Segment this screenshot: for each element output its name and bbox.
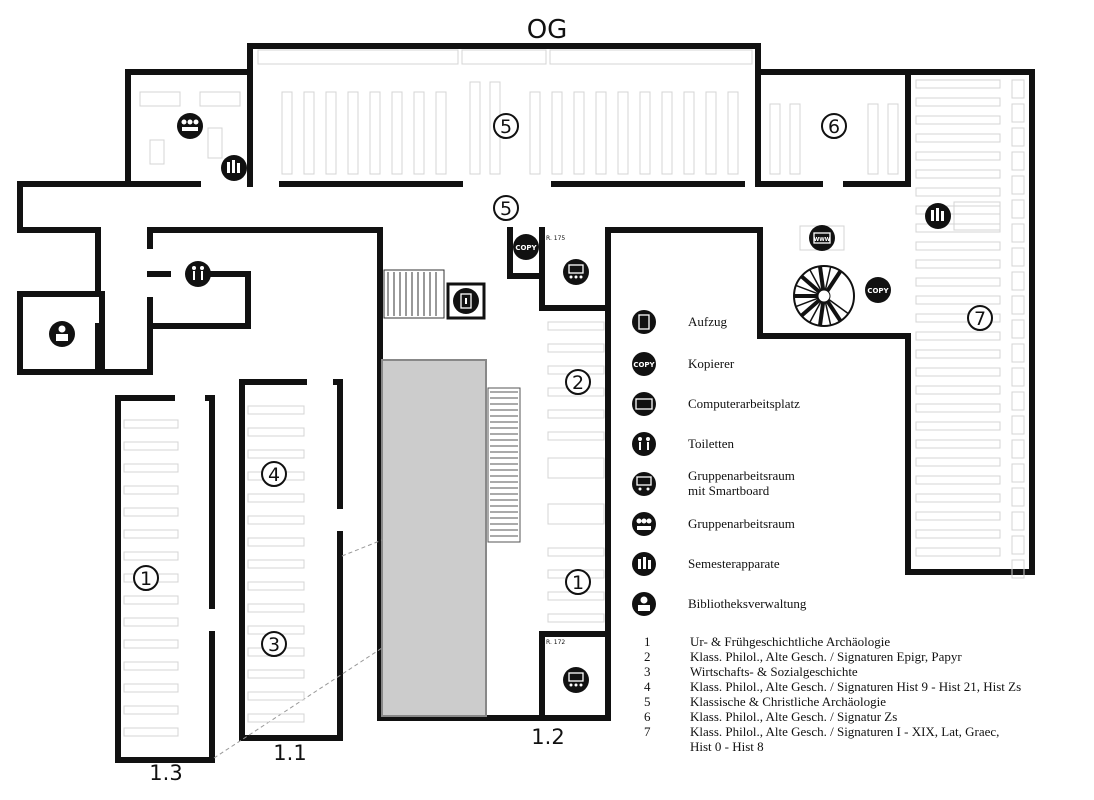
area-marker-6: 6 [821,113,847,139]
legend-row-2: 2 Klass. Philol., Alte Gesch. / Signature… [644,649,962,664]
svg-text:WWW: WWW [814,237,831,243]
wing-label-1-1: 1.1 [273,741,306,765]
area-marker-2: 2 [565,369,591,395]
smartboard-group-icon [632,472,656,496]
legend-number: 6 [644,709,651,724]
legend-number: 5 [644,694,651,709]
wing-label-1-3: 1.3 [149,761,182,785]
legend-item-admin-icon: Bibliotheksverwaltung [632,592,807,616]
legend-number: 2 [644,649,651,664]
legend-number: 1 [644,634,651,649]
svg-text:COPY: COPY [633,361,655,369]
atrium [381,359,487,717]
admin-icon [49,321,75,347]
legend-item-toilet-icon: Toiletten [632,432,735,456]
computer-icon [632,392,656,416]
legend-description: Klass. Philol., Alte Gesch. / Signaturen… [690,724,999,739]
legend-number: 3 [644,664,651,679]
area-marker-7: 7 [967,305,993,331]
legend-label: Gruppenarbeitsraum [688,468,795,483]
smartboard-group-icon-r172 [563,667,589,693]
room-label-172: R. 172 [546,639,565,646]
legend-label: Gruppenarbeitsraum [688,516,795,531]
legend-item-reserve-shelf-icon: Semesterapparate [632,552,780,576]
spiral-staircase [793,265,855,327]
legend-number: 4 [644,679,651,694]
area-marker-1-center: 1 [565,569,591,595]
legend-row-7: 7 Klass. Philol., Alte Gesch. / Signature… [644,724,999,754]
copier-icon-r175: COPY [513,234,539,260]
area-marker-3: 3 [261,631,287,657]
svg-text:COPY: COPY [867,287,889,295]
legend-label: Bibliotheksverwaltung [688,596,807,611]
legend-description: Wirtschafts- & Sozialgeschichte [690,664,858,679]
admin-icon [632,592,656,616]
toilet-icon [185,261,211,287]
toilet-icon [632,432,656,456]
svg-text:1: 1 [140,568,152,590]
svg-text:5: 5 [500,116,512,138]
room-label-175: R. 175 [546,235,565,242]
legend-row-4: 4 Klass. Philol., Alte Gesch. / Signature… [644,679,1021,694]
legend-description-2: Hist 0 - Hist 8 [690,739,764,754]
group-room-icon [632,512,656,536]
legend-item-elevator-icon: Aufzug [632,310,727,334]
legend-number: 7 [644,724,651,739]
svg-text:7: 7 [974,308,986,330]
svg-text:6: 6 [828,116,840,138]
elevator-icon [632,310,656,334]
wing-label-1-2: 1.2 [531,725,564,749]
svg-text:COPY: COPY [515,244,537,252]
legend-description: Klass. Philol., Alte Gesch. / Signaturen… [690,679,1021,694]
shelves [123,49,1025,737]
reserve-shelf-icon-right [925,203,951,229]
legend-label: Semesterapparate [688,556,780,571]
legend-label: Aufzug [688,314,727,329]
legend-label: Toiletten [688,436,735,451]
legend-label: Computerarbeitsplatz [688,396,800,411]
reserve-shelf-icon [221,155,247,181]
copier-icon-spiral: COPY [865,277,891,303]
legend-description: Klass. Philol., Alte Gesch. / Signatur Z… [690,709,897,724]
svg-text:1: 1 [572,572,584,594]
area-marker-5-corridor: 5 [493,195,519,221]
copier-icon: COPY [632,352,656,376]
computer-icon: WWW [809,225,835,251]
reserve-shelf-icon [632,552,656,576]
area-markers: 5 5 6 7 2 1 1 4 3 [133,113,993,657]
area-marker-4: 4 [261,461,287,487]
legend-label-2: mit Smartboard [688,483,770,498]
area-marker-1-wing: 1 [133,565,159,591]
map-icons: COPY WWW COPY [49,113,951,693]
legend-item-computer-icon: Computerarbeitsplatz [632,392,800,416]
svg-text:2: 2 [572,372,584,394]
legend-description: Ur- & Frühgeschichtliche Archäologie [690,634,890,649]
floor-title: OG [527,15,568,45]
legend-item-group-room-icon: Gruppenarbeitsraum [632,512,795,536]
svg-text:5: 5 [500,198,512,220]
walls [17,43,1035,763]
atrium-staircase [487,387,521,543]
elevator-icon [453,288,479,314]
legend-row-5: 5 Klassische & Christliche Archäologie [644,694,886,709]
legend-row-6: 6 Klass. Philol., Alte Gesch. / Signatur … [644,709,897,724]
smartboard-group-icon-r175 [563,259,589,285]
group-room-icon [177,113,203,139]
svg-text:4: 4 [268,464,280,486]
legend-item-copier-icon: COPY Kopierer [632,352,735,376]
legend-row-3: 3 Wirtschafts- & Sozialgeschichte [644,664,858,679]
svg-text:3: 3 [268,634,280,656]
area-marker-5-hall: 5 [493,113,519,139]
legend-label: Kopierer [688,356,735,371]
staircase [383,269,445,319]
legend-description: Klassische & Christliche Archäologie [690,694,886,709]
legend-description: Klass. Philol., Alte Gesch. / Signaturen… [690,649,962,664]
legend-row-1: 1 Ur- & Frühgeschichtliche Archäologie [644,634,890,649]
